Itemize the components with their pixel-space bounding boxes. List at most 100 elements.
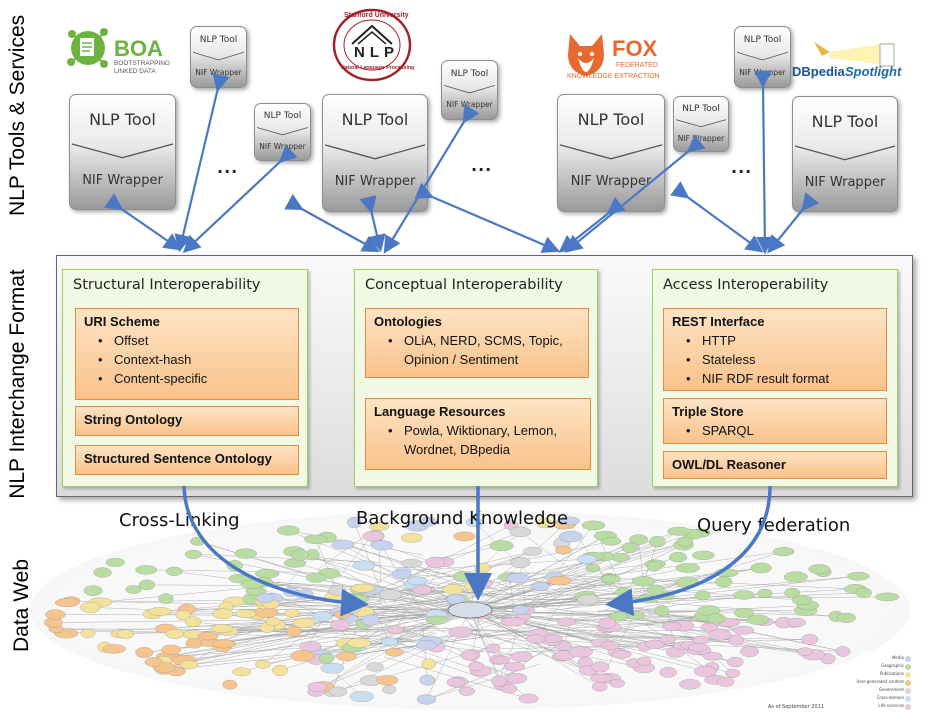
- lod-dataset-node: [727, 634, 745, 646]
- rest-interface-box: REST Interface HTTP Stateless NIF RDF re…: [663, 308, 887, 391]
- lod-dataset-node: [235, 609, 257, 619]
- lod-dataset-node: [384, 648, 404, 657]
- lod-dataset-node: [116, 629, 135, 639]
- lod-dataset-node: [506, 673, 528, 684]
- lod-dataset-node: [285, 625, 302, 637]
- lod-cloud: [30, 510, 914, 712]
- lod-dataset-node: [400, 558, 423, 568]
- lod-dataset-node: [646, 560, 662, 572]
- legend-life-sciences: Life sciences: [878, 703, 904, 708]
- lod-dataset-node: [715, 576, 733, 588]
- lod-dataset-node: [536, 517, 552, 529]
- lod-dataset-node: [661, 621, 682, 631]
- lod-dataset-node: [611, 553, 630, 562]
- lod-dataset-node: [732, 625, 755, 635]
- legend-media: Media: [891, 655, 904, 660]
- lod-dataset-node: [692, 550, 715, 560]
- lod-dataset-node: [328, 585, 347, 596]
- fox-logo-icon: [568, 34, 604, 76]
- lod-dataset-node: [669, 551, 687, 563]
- legend-government: Government: [879, 687, 904, 692]
- lod-dataset-node: [102, 644, 126, 654]
- lod-dataset-node: [293, 589, 314, 599]
- arrow-fox-left: [414, 182, 561, 253]
- lod-dataset-node: [645, 639, 665, 649]
- lod-dataset-node: [636, 656, 652, 666]
- tool-label-top: NLP Tool: [577, 110, 645, 130]
- legend-user-generated: User-generated content: [856, 679, 904, 684]
- lod-dataset-node: [716, 677, 735, 687]
- lod-dataset-node: [558, 531, 583, 543]
- lod-dataset-node: [55, 598, 80, 607]
- lod-dataset-node: [386, 625, 404, 635]
- lod-dataset-node: [307, 682, 327, 692]
- lod-dataset-node: [175, 610, 191, 620]
- arrow-small6: [754, 70, 774, 255]
- lod-dataset-node: [708, 629, 732, 641]
- lod-dataset-node: [504, 662, 525, 672]
- lod-dataset-node: [232, 667, 252, 677]
- tool-label-top: NLP Tool: [682, 104, 720, 115]
- lod-dataset-node: [621, 542, 639, 553]
- lod-dataset-node: [406, 576, 428, 586]
- lod-dataset-node: [693, 665, 717, 677]
- lod-dataset-node: [212, 608, 234, 620]
- boa-logo-icon: [67, 28, 108, 68]
- lod-dataset-node: [609, 678, 625, 688]
- lod-dataset-node: [347, 637, 371, 649]
- language-resources-box: Language Resources Powla, Wiktionary, Le…: [365, 398, 591, 470]
- lod-dataset-node: [510, 651, 533, 663]
- lod-dataset-node: [787, 617, 806, 628]
- envelope-fold-icon: [443, 84, 496, 94]
- lod-dataset-node: [419, 516, 438, 527]
- tool-label-bottom: NIF Wrapper: [570, 173, 652, 189]
- tools-layer-label: NLP Tools & Services: [6, 14, 29, 216]
- envelope-fold-icon: [736, 51, 789, 61]
- lod-dataset-node: [474, 562, 491, 574]
- lod-dataset-node: [412, 585, 433, 595]
- lod-dataset-node: [489, 540, 514, 552]
- lod-dataset-node: [105, 558, 125, 567]
- lod-dataset-node: [329, 686, 347, 697]
- lod-dataset-node: [601, 574, 621, 584]
- rest-item-stateless: Stateless: [686, 350, 878, 369]
- lod-dataset-node: [679, 679, 701, 690]
- lod-dataset-node: [349, 691, 374, 702]
- lod-dataset-node: [855, 587, 872, 598]
- background-knowledge-label: Background Knowledge: [356, 508, 569, 529]
- tool-label-bottom: NIF Wrapper: [334, 173, 416, 189]
- lod-dataset-node: [460, 650, 478, 661]
- lod-dataset-node: [361, 614, 380, 626]
- tool-label-bottom: NIF Wrapper: [259, 142, 306, 152]
- lod-dataset-node: [835, 646, 851, 657]
- envelope-fold-icon: [71, 143, 174, 159]
- stanford-logo-bottom: Natural Language Processing: [341, 65, 415, 71]
- lod-dataset-node: [510, 557, 531, 569]
- lod-dataset-node: [144, 657, 163, 667]
- lod-dataset-node: [772, 547, 795, 556]
- lod-dataset-node: [659, 667, 677, 678]
- lod-dataset-node: [702, 652, 723, 661]
- envelope-fold-icon: [256, 127, 309, 136]
- lod-dataset-node: [543, 634, 563, 643]
- lod-dataset-node: [734, 607, 754, 618]
- lod-dataset-node: [568, 646, 593, 658]
- lod-dataset-node: [446, 677, 466, 688]
- ontologies-line2: Opinion / Sentiment: [404, 352, 519, 367]
- lod-dataset-node: [526, 634, 546, 644]
- lod-dataset-node: [303, 534, 328, 544]
- lod-dataset-node: [677, 536, 694, 547]
- query-federation-label: Query federation: [697, 515, 851, 536]
- conceptual-column: Conceptual Interoperability Ontologies O…: [354, 269, 598, 487]
- envelope-fold-icon: [675, 119, 727, 128]
- rest-interface-title: REST Interface: [672, 314, 765, 329]
- conceptual-title: Conceptual Interoperability: [365, 277, 563, 293]
- cross-linking-label: Cross-Linking: [119, 510, 240, 531]
- lod-dataset-node: [336, 651, 357, 661]
- tool-label-bottom: NIF Wrapper: [804, 174, 886, 190]
- triple-store-title: Triple Store: [672, 404, 744, 419]
- access-column: Access Interoperability REST Interface H…: [652, 269, 898, 487]
- lod-dataset-node: [277, 525, 300, 536]
